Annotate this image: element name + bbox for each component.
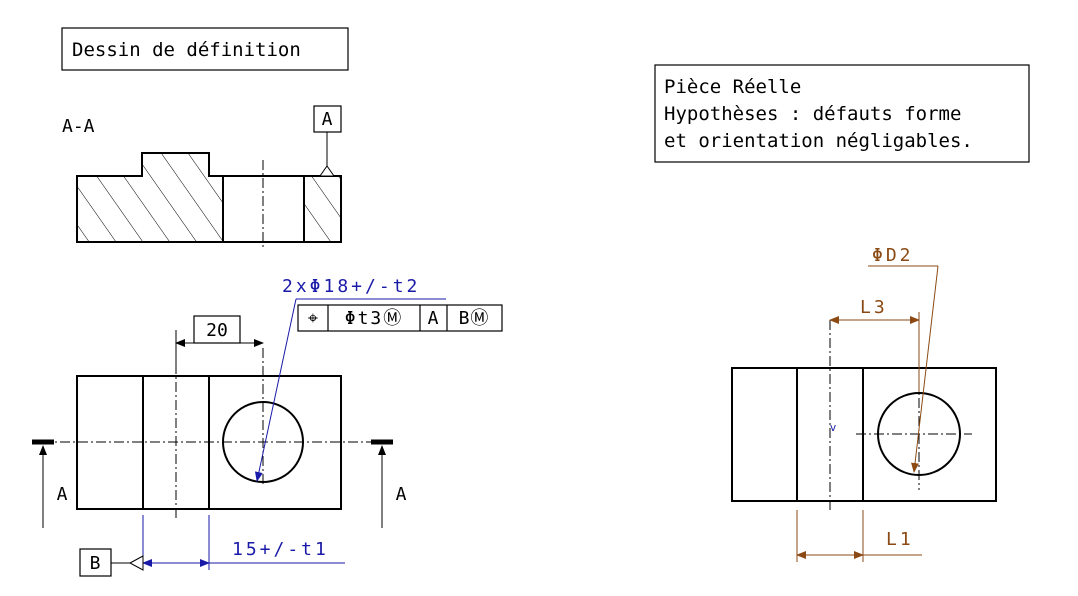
cut-label-right: A	[396, 484, 407, 505]
fcf-datum-b: BⓂ	[459, 308, 490, 329]
datum-b-label: B	[90, 553, 101, 574]
fcf-tolerance: Φt3Ⓜ	[345, 308, 404, 329]
dimension-15: 15+/-t1	[142, 515, 345, 570]
dimension-l1: L1	[796, 510, 922, 562]
datum-b-flag: B	[79, 548, 144, 577]
fcf-datum-a: A	[428, 308, 439, 329]
real-part-view: v	[731, 320, 997, 510]
datum-a-label: A	[322, 109, 333, 130]
dim-l1-text: L1	[886, 529, 914, 550]
dim-15-text: 15+/-t1	[232, 539, 329, 560]
title-box: Dessin de définition	[61, 27, 349, 71]
title-text: Dessin de définition	[72, 39, 301, 61]
dim-l3-text: L3	[860, 297, 888, 318]
cut-label-left: A	[57, 484, 68, 505]
position-symbol-icon: ⌖	[308, 308, 318, 329]
section-label: A-A	[62, 116, 95, 137]
dimension-20: 20	[175, 315, 264, 364]
note-line-1: Pièce Réelle	[664, 76, 801, 98]
front-view	[42, 348, 384, 520]
hole-callout: 2xΦ18+/-t2	[254, 276, 446, 482]
cutting-plane-left: A	[32, 439, 68, 528]
note-box: Pièce Réelle Hypothèses : défauts forme …	[654, 64, 1030, 163]
dim-20-text: 20	[206, 320, 228, 341]
note-line-2: Hypothèses : défauts forme	[664, 103, 961, 125]
cutting-plane-right: A	[371, 439, 407, 528]
datum-a-flag: A	[313, 105, 342, 177]
note-line-3: et orientation négligables.	[664, 130, 973, 152]
dimension-l3: L3	[829, 297, 920, 392]
small-mark: v	[830, 421, 837, 434]
hole-callout-text: 2xΦ18+/-t2	[282, 276, 420, 297]
feature-control-frame: ⌖ Φt3Ⓜ A BⓂ	[297, 304, 503, 332]
dim-d2-text: ΦD2	[872, 245, 914, 266]
dimension-d2: ΦD2	[868, 245, 939, 473]
section-view	[76, 152, 342, 250]
